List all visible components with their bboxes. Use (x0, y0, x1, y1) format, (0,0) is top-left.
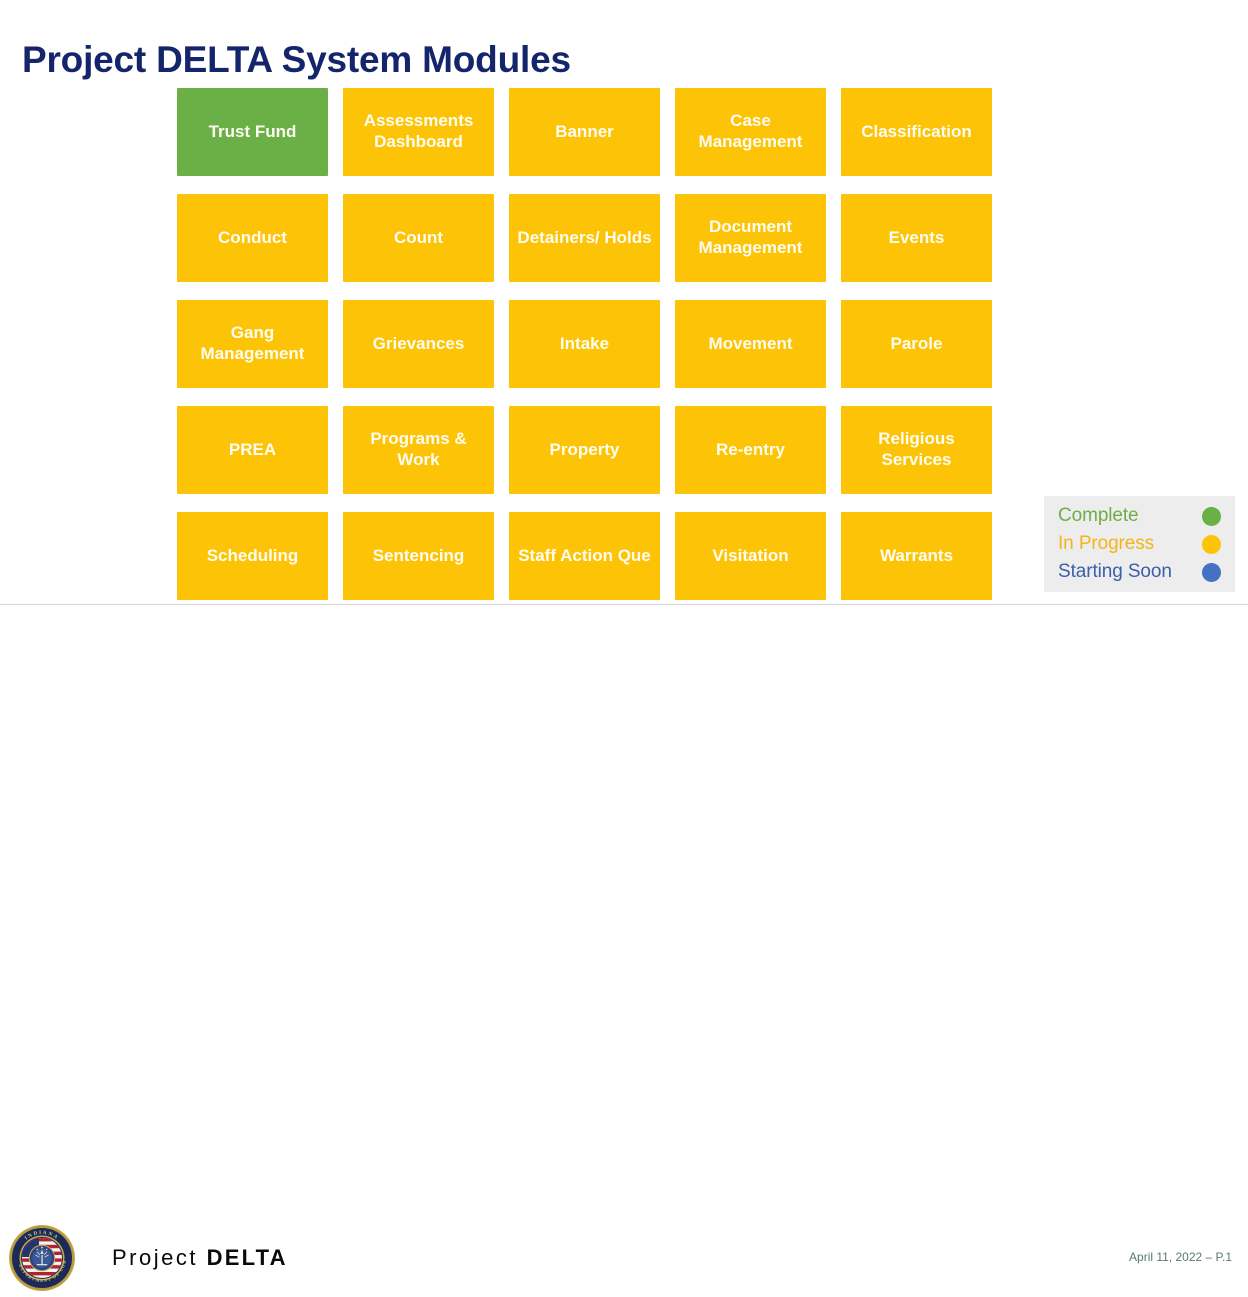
module-tile[interactable]: Count (343, 194, 494, 282)
module-tile-label: Assessments Dashboard (363, 111, 474, 151)
footer-divider (0, 604, 1248, 605)
footer-brand: Project DELTA (112, 1245, 288, 1271)
module-tile[interactable]: Classification (841, 88, 992, 176)
module-tile-label: Staff Action Que (518, 545, 651, 565)
module-tile-label: Detainers/ Holds (517, 227, 652, 247)
module-tile-label: Gang Management (200, 323, 305, 363)
module-tile[interactable]: Document Management (675, 194, 826, 282)
page-title: Project DELTA System Modules (22, 38, 571, 80)
module-grid: Trust Fund Assessments Dashboard Banner Cas… (177, 88, 993, 600)
module-tile-label: Events (888, 227, 945, 247)
module-tile-label: Property (549, 439, 620, 459)
module-tile[interactable]: Movement (675, 300, 826, 388)
module-tile[interactable]: Programs & Work (343, 406, 494, 494)
legend-label: Starting Soon (1058, 561, 1172, 582)
module-tile-label: Banner (555, 121, 614, 141)
module-tile-label: Movement (708, 333, 793, 353)
module-tile-label: Scheduling (206, 545, 299, 565)
module-tile-label: Grievances (372, 333, 465, 353)
module-tile[interactable]: Staff Action Que (509, 512, 660, 600)
module-tile[interactable]: Trust Fund (177, 88, 328, 176)
module-tile[interactable]: Gang Management (177, 300, 328, 388)
module-tile[interactable]: Sentencing (343, 512, 494, 600)
legend-label: In Progress (1058, 533, 1155, 554)
module-tile-label: Document Management (698, 217, 803, 257)
module-tile[interactable]: Property (509, 406, 660, 494)
legend-row: In Progress (1058, 530, 1221, 558)
module-tile-label: Case Management (698, 111, 803, 151)
module-tile[interactable]: Religious Services (841, 406, 992, 494)
module-tile[interactable]: Detainers/ Holds (509, 194, 660, 282)
module-tile[interactable]: PREA (177, 406, 328, 494)
module-tile[interactable]: Re-entry (675, 406, 826, 494)
module-tile-label: Trust Fund (208, 121, 297, 141)
module-tile-label: Count (393, 227, 444, 247)
legend-status-dot-icon (1202, 534, 1221, 554)
module-tile-label: PREA (228, 439, 277, 459)
footer-date: April 11, 2022 – P.1 (1129, 1250, 1232, 1264)
module-tile[interactable]: Events (841, 194, 992, 282)
module-tile-label: Re-entry (716, 439, 785, 459)
footer-brand-regular: Project (112, 1245, 198, 1270)
module-tile-label: Visitation (712, 545, 789, 565)
module-tile-label: Intake (559, 333, 610, 353)
module-tile[interactable]: Parole (841, 300, 992, 388)
module-tile[interactable]: Intake (509, 300, 660, 388)
footer-brand-bold: DELTA (206, 1245, 288, 1270)
module-tile-label: Religious Services (878, 429, 955, 469)
module-tile[interactable]: Grievances (343, 300, 494, 388)
legend-status-dot-icon (1202, 506, 1221, 526)
module-tile-label: Conduct (218, 227, 287, 247)
module-tile[interactable]: Visitation (675, 512, 826, 600)
module-tile[interactable]: Case Management (675, 88, 826, 176)
module-tile[interactable]: Conduct (177, 194, 328, 282)
footer: INDIANA DEPARTMENT OF CORRECTION Project… (0, 605, 1248, 1291)
legend-row: Starting Soon (1058, 558, 1221, 586)
legend-row: Complete (1058, 502, 1221, 530)
legend-status-dot-icon (1202, 562, 1221, 582)
indiana-department-of-correction-seal-icon: INDIANA DEPARTMENT OF CORRECTION (6, 1220, 76, 1292)
module-tile-label: Sentencing (372, 545, 465, 565)
module-tile-label: Parole (890, 333, 943, 353)
module-tile[interactable]: Scheduling (177, 512, 328, 600)
module-tile[interactable]: Warrants (841, 512, 992, 600)
module-tile-label: Warrants (879, 545, 954, 565)
module-tile-label: Classification (861, 121, 972, 141)
module-tile[interactable]: Banner (509, 88, 660, 176)
module-tile[interactable]: Assessments Dashboard (343, 88, 494, 176)
module-tile-label: Programs & Work (370, 429, 467, 469)
legend-label: Complete (1058, 505, 1139, 526)
